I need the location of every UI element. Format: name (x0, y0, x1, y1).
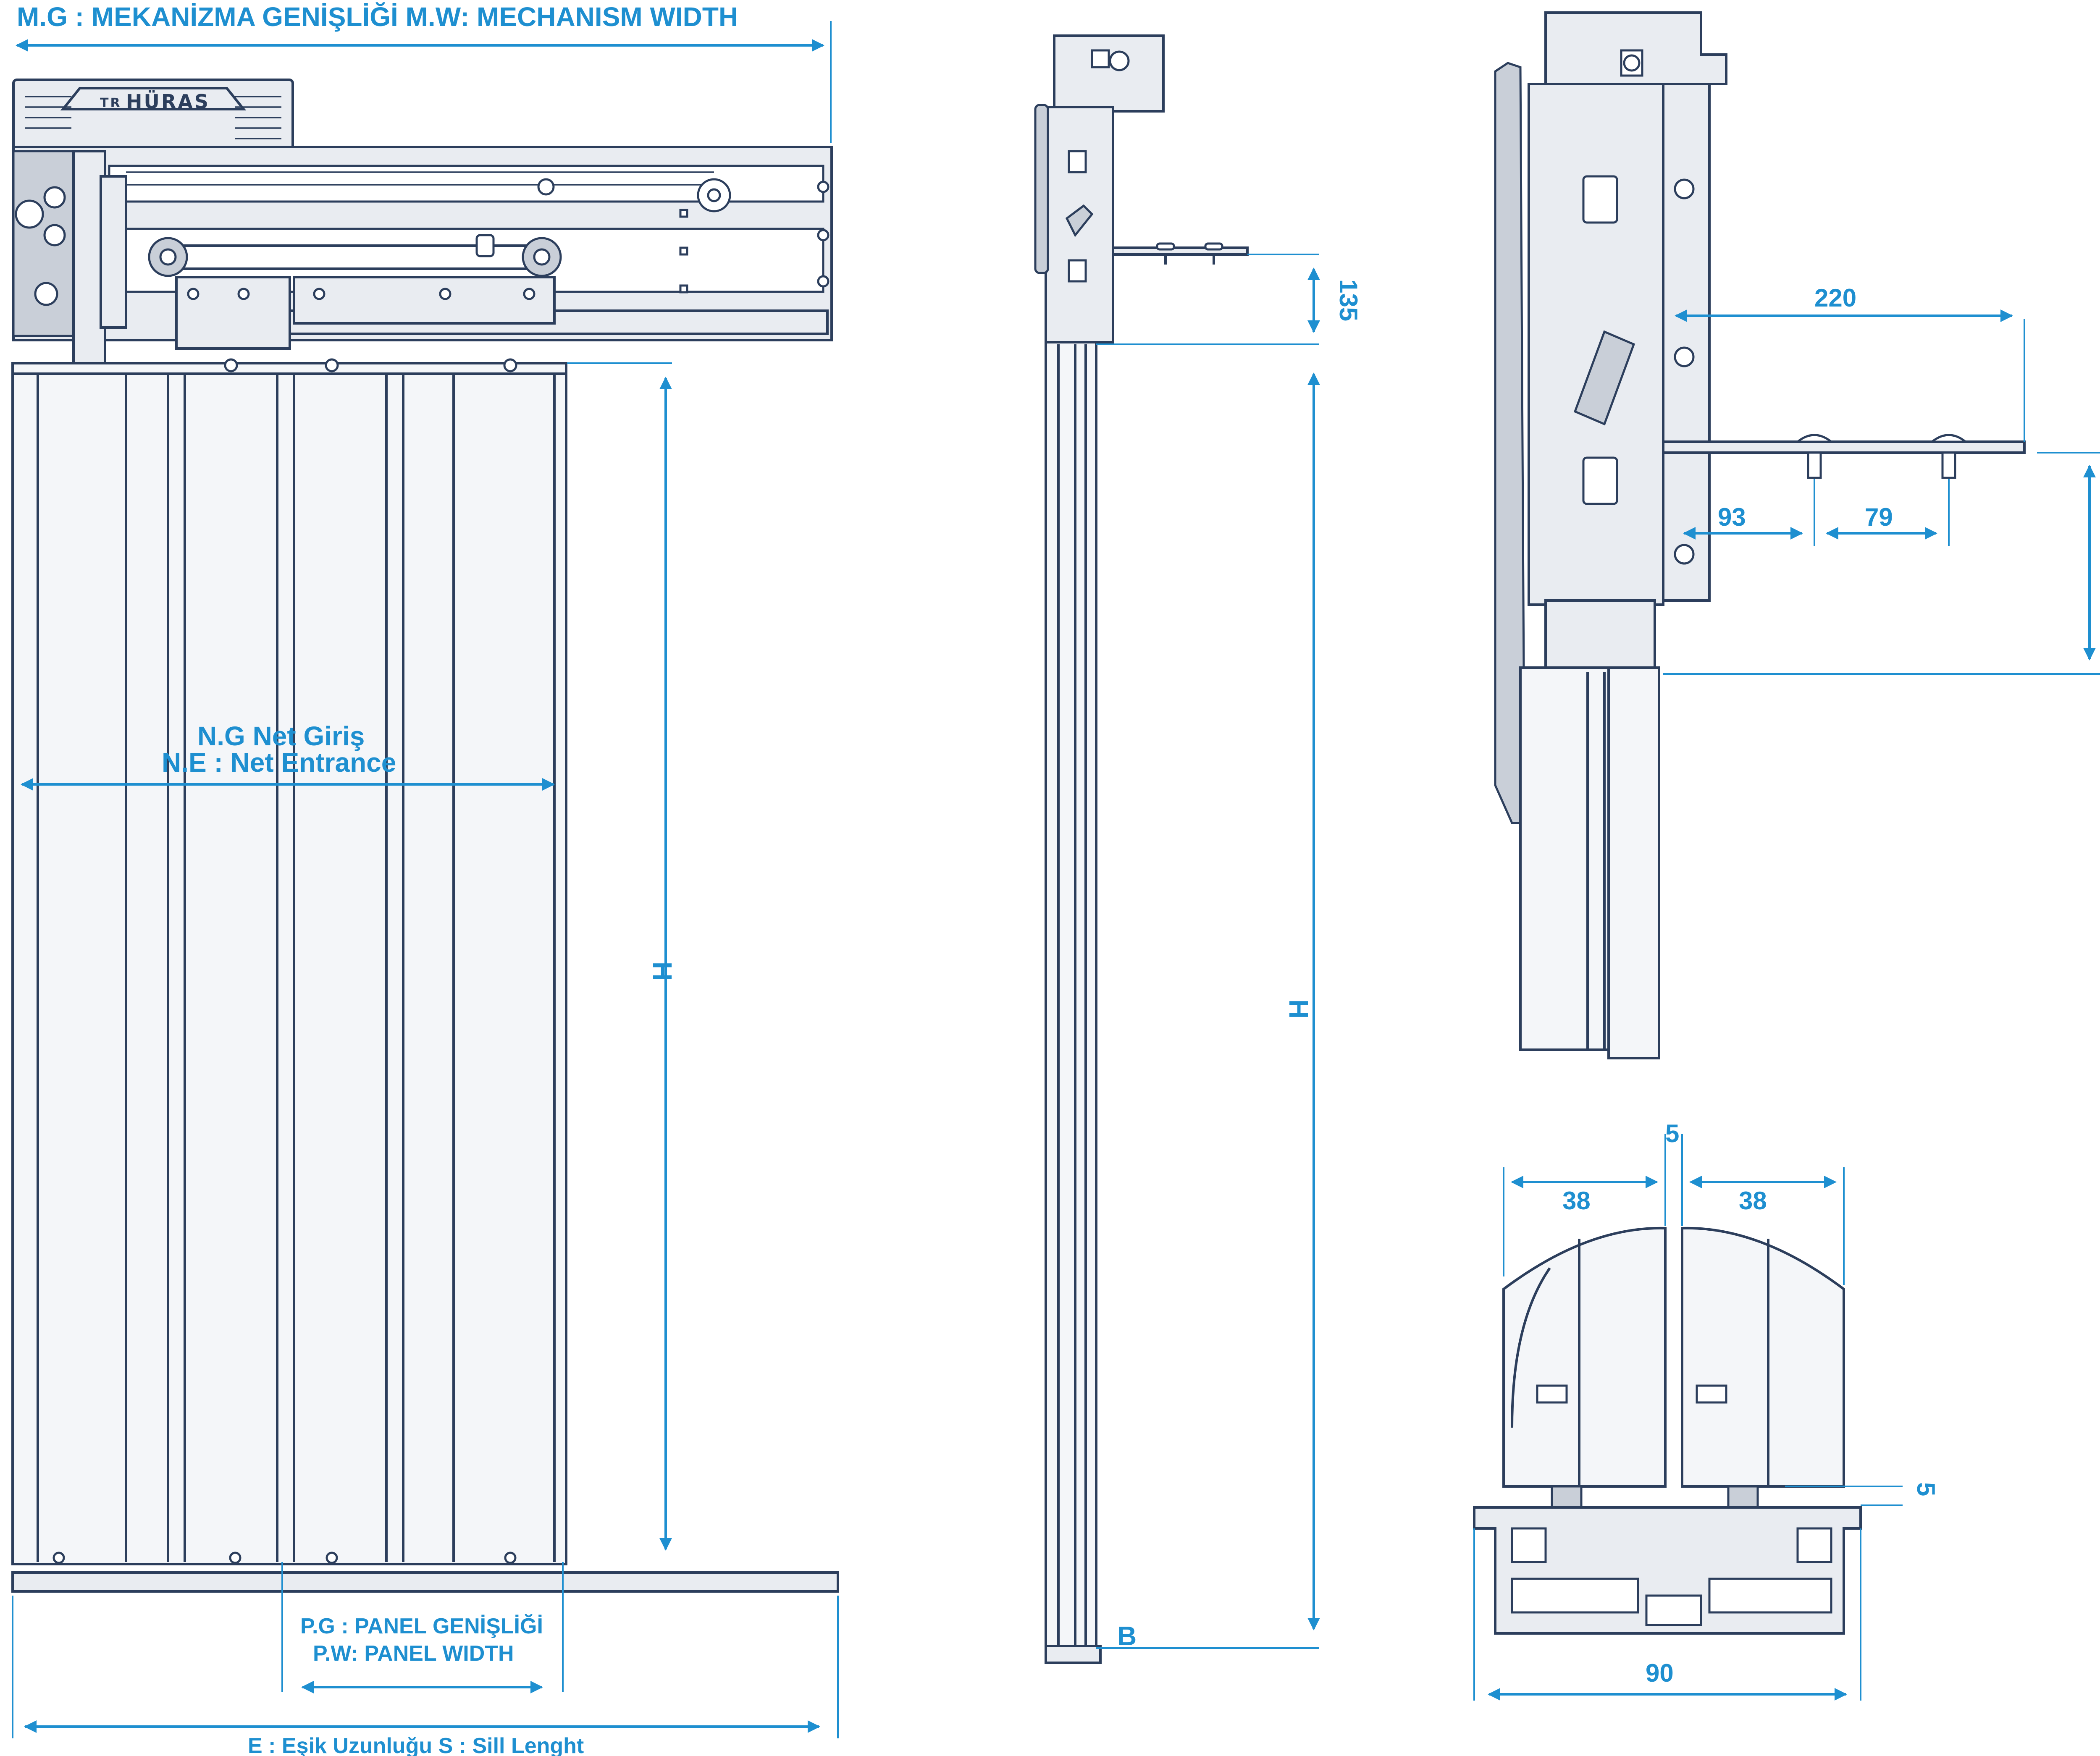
side-panel (1045, 341, 1102, 1664)
panel-gap: 5 (1665, 1119, 1679, 1148)
panel-width-en: P.W: PANEL WIDTH (313, 1641, 514, 1666)
net-entrance-en: N.E : Net Entrance (162, 747, 396, 778)
sill (11, 1571, 839, 1593)
sill-detail: 38 38 5 5 90 (1473, 1119, 1940, 1701)
bolt-offset: 93 (1718, 503, 1746, 531)
sill-right-width: 38 (1739, 1187, 1767, 1215)
bracket-length: 220 (1814, 284, 1856, 312)
mechanism-width-label: M.G : MEKANİZMA GENİŞLİĞİ M.W: MECHANISM… (17, 2, 738, 32)
height-dimension-front: H (567, 362, 677, 1551)
side-hanger (1034, 34, 1249, 343)
panel-width-tr: P.G : PANEL GENİŞLİĞİ (300, 1614, 543, 1638)
sill-vertical-gap: 5 (1912, 1482, 1940, 1496)
logo-prefix: TR (100, 96, 122, 110)
motor-housing: TR HÜRAS (12, 79, 294, 152)
height-label-front: H (647, 962, 677, 981)
drive-unit (12, 150, 127, 422)
mechanism-width-dimension: M.G : MEKANİZMA GENİŞLİĞİ M.W: MECHANISM… (16, 2, 832, 143)
hanger-detail: 220 93 79 135 (1494, 11, 2100, 1059)
side-offset-dimension: 135 (1096, 254, 1362, 345)
side-view: 135 H B (1034, 34, 1362, 1664)
sill-left-width: 38 (1562, 1187, 1591, 1215)
side-hanger-offset: 135 (1334, 279, 1362, 321)
hanger-plates (175, 276, 556, 350)
sill-length-label: E : Eşik Uzunluğu S : Sill Lenght (248, 1734, 584, 1756)
net-entrance-tr: N.G Net Giriş (197, 721, 365, 751)
net-entrance-dimension: N.G Net Giriş N.E : Net Entrance (21, 721, 555, 791)
hanger-vertical-offset: 135 (2097, 546, 2100, 588)
bolt-spacing: 79 (1865, 503, 1893, 531)
side-height-dimension: H B (1096, 372, 1320, 1651)
side-height-label: H (1284, 999, 1314, 1019)
sill-length-dimension: E : Eşik Uzunluğu S : Sill Lenght (12, 1596, 839, 1756)
belt-assembly (148, 234, 562, 277)
front-view: M.G : MEKANİZMA GENİŞLİĞİ M.W: MECHANISM… (11, 2, 839, 1756)
panel-width-dimension: P.G : PANEL GENİŞLİĞİ P.W: PANEL WIDTH (281, 1562, 564, 1693)
door-panels (11, 358, 567, 1565)
logo-text: HÜRAS (126, 90, 210, 113)
side-sill-label: B (1117, 1621, 1137, 1651)
sill-width: 90 (1646, 1659, 1674, 1687)
